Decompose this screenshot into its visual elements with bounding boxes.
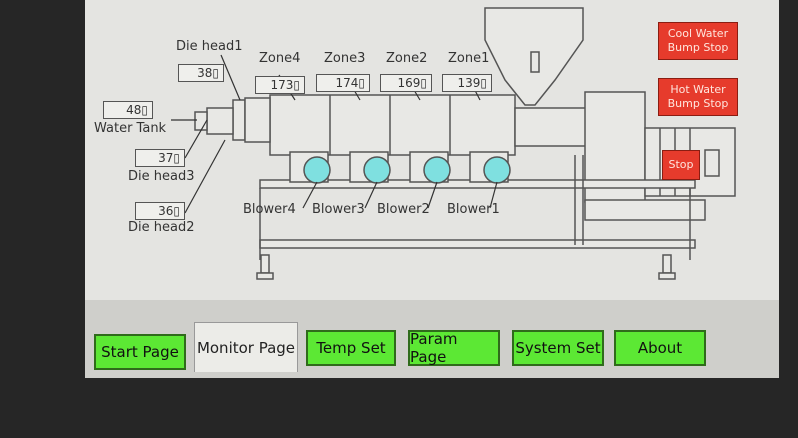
value-die-head1: 38▯ <box>178 64 224 82</box>
label-zone3: Zone3 <box>324 51 366 66</box>
label-blower3: Blower3 <box>312 202 365 217</box>
label-water-tank: Water Tank <box>94 121 167 136</box>
die-head-body <box>244 97 271 143</box>
value-zone2: 169▯ <box>380 74 432 92</box>
blower-fan-2 <box>423 156 451 184</box>
value-zone3: 174▯ <box>316 74 370 92</box>
hopper-window <box>530 51 540 73</box>
value-die-head3: 37▯ <box>135 149 185 167</box>
frame-bottom-rail <box>259 239 696 249</box>
label-zone4: Zone4 <box>259 51 301 66</box>
value-zone1: 139▯ <box>442 74 492 92</box>
feed-section <box>514 107 596 147</box>
label-blower4: Blower4 <box>243 202 296 217</box>
extruder-schematic <box>171 7 736 280</box>
tab-start-page[interactable]: Start Page <box>94 334 186 370</box>
label-zone1: Zone1 <box>448 51 490 66</box>
motor-base <box>584 199 706 221</box>
tab-param-page[interactable]: Param Page <box>408 330 500 366</box>
label-die-head1: Die head1 <box>176 39 243 54</box>
blower-fan-4 <box>303 156 331 184</box>
tab-about[interactable]: About <box>614 330 706 366</box>
value-die-head2: 36▯ <box>135 202 185 220</box>
hot-water-pump-stop-button[interactable]: Hot Water Bump Stop <box>658 78 738 116</box>
barrel <box>269 94 516 156</box>
value-zone4: 173▯ <box>255 76 305 94</box>
label-blower1: Blower1 <box>447 202 500 217</box>
blower-fan-3 <box>363 156 391 184</box>
cool-water-pump-stop-button[interactable]: Cool Water Bump Stop <box>658 22 738 60</box>
label-die-head3: Die head3 <box>128 169 195 184</box>
label-blower2: Blower2 <box>377 202 430 217</box>
label-die-head2: Die head2 <box>128 220 195 235</box>
die-head-flange <box>232 99 246 141</box>
value-water-tank: 48▯ <box>103 101 153 119</box>
tab-temp-set[interactable]: Temp Set <box>306 330 396 366</box>
tab-monitor-page[interactable]: Monitor Page <box>194 322 298 372</box>
blower-fan-1 <box>483 156 511 184</box>
motor-stop-button[interactable]: Stop <box>662 150 700 180</box>
tab-system-set[interactable]: System Set <box>512 330 604 366</box>
label-zone2: Zone2 <box>386 51 428 66</box>
